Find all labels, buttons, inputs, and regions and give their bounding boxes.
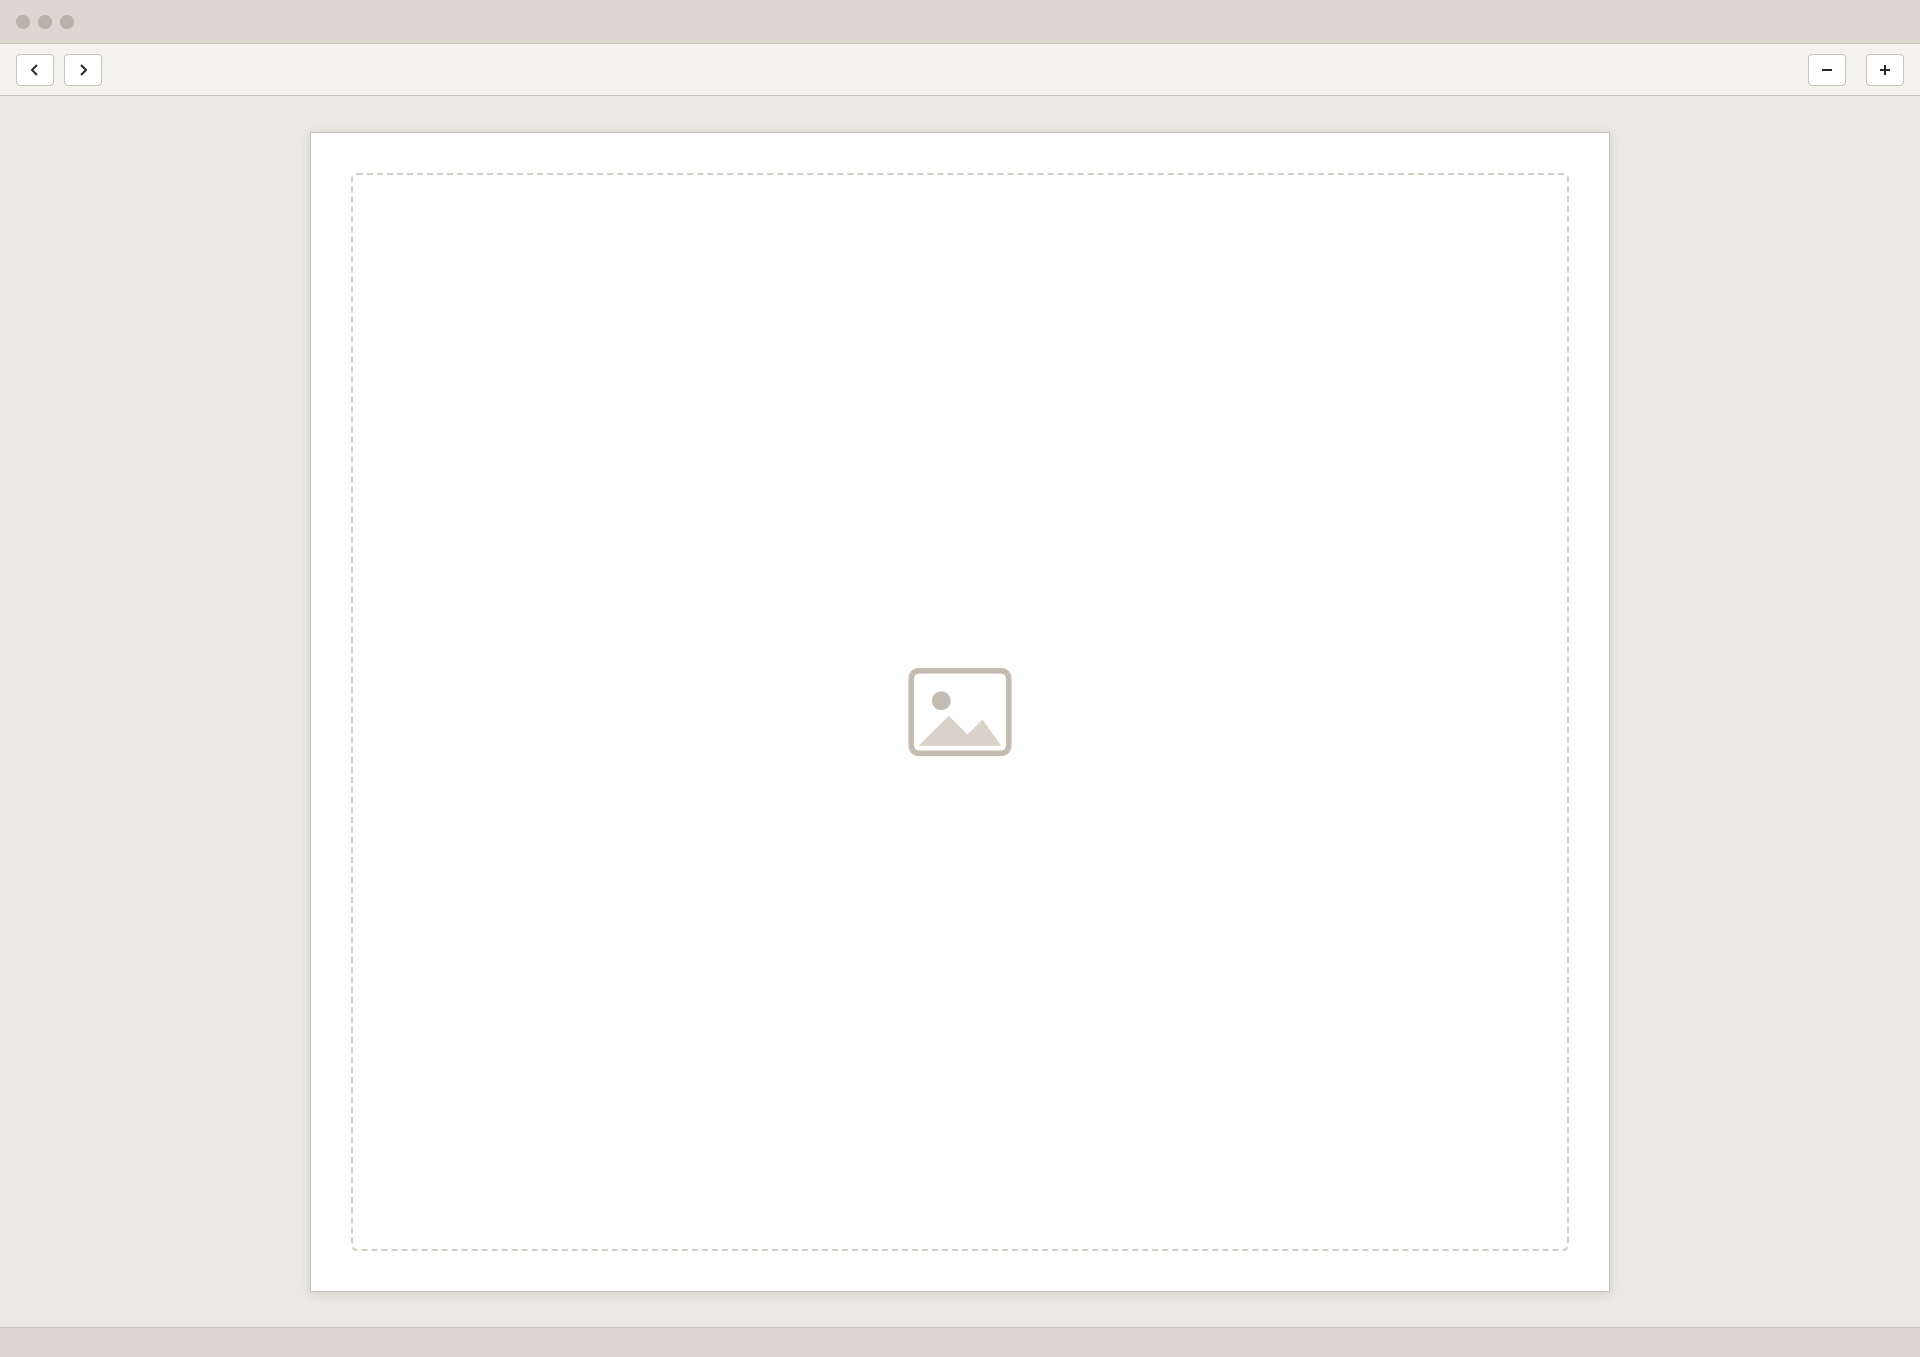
viewer-toolbar <box>0 44 1920 96</box>
minimize-window-button[interactable] <box>38 14 52 29</box>
window-controls <box>16 14 74 29</box>
document-canvas[interactable] <box>0 96 1920 1327</box>
minus-icon <box>1822 68 1832 71</box>
document-page <box>310 131 1610 1292</box>
zoom-in-button[interactable] <box>1866 53 1904 86</box>
zoom-out-button[interactable] <box>1808 53 1846 86</box>
maximize-window-button[interactable] <box>60 14 74 29</box>
chevron-left-icon <box>30 63 38 76</box>
plus-icon <box>1880 64 1890 75</box>
next-page-button[interactable] <box>64 53 102 86</box>
chevron-right-icon <box>80 63 88 76</box>
close-window-button[interactable] <box>16 14 30 29</box>
page-content-placeholder <box>351 172 1569 1251</box>
prev-page-button[interactable] <box>16 53 54 86</box>
image-placeholder-icon <box>908 667 1012 756</box>
status-bar <box>0 1327 1920 1357</box>
title-bar <box>0 0 1920 44</box>
